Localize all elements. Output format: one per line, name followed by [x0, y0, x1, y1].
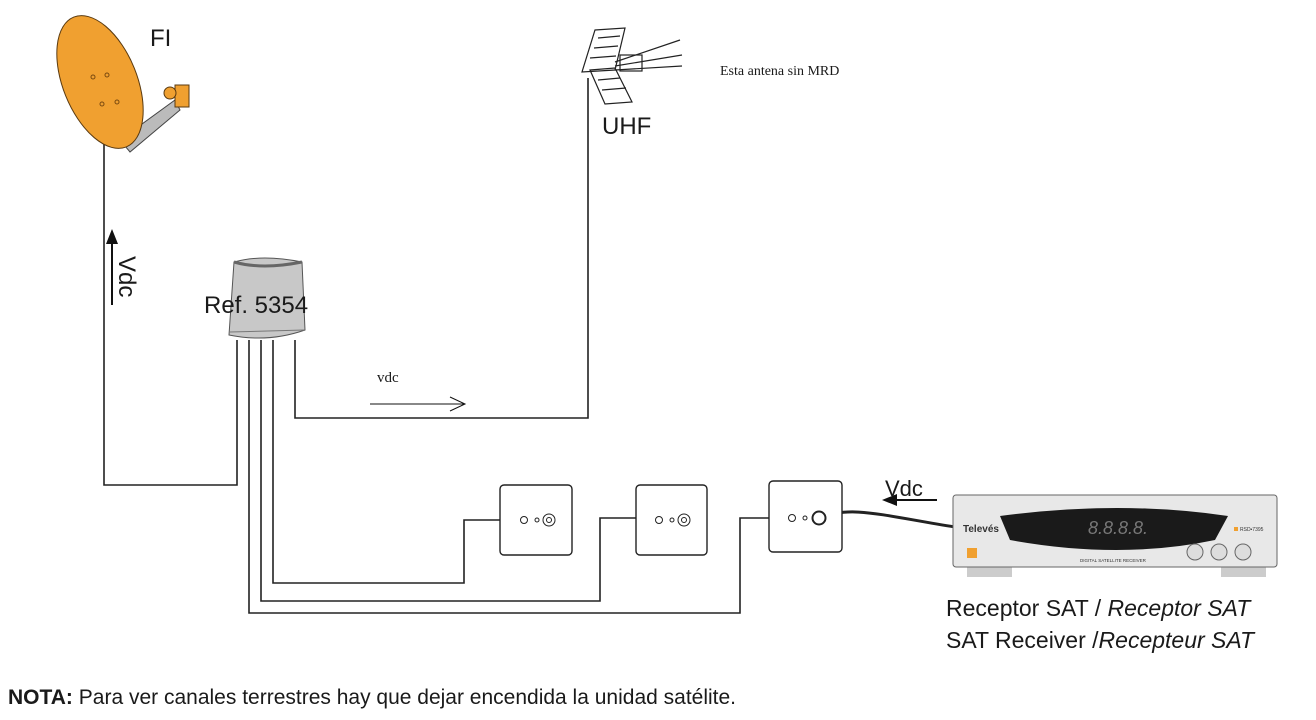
cable-outlet-3: [248, 340, 769, 614]
vdc-arrow-left: [106, 229, 118, 305]
cable-dish-to-amplifier: [103, 140, 238, 486]
receiver-label-pt: Receptor SAT: [1107, 595, 1251, 621]
wall-outlet-1[interactable]: [499, 484, 573, 556]
amplifier-ref: Ref. 5354: [204, 292, 309, 319]
vdc-arrow-receiver: [882, 494, 937, 506]
wall-outlet-2[interactable]: [635, 484, 708, 556]
cable-outlet-2: [260, 340, 636, 602]
note-text: Para ver canales terrestres hay que deja…: [72, 686, 737, 709]
receiver-brand: Televés: [963, 524, 999, 535]
receiver-label-es: Receptor SAT /: [946, 595, 1108, 621]
receiver-label-line2: SAT Receiver /Recepteur SAT: [946, 627, 1254, 654]
satellite-receiver-icon: Televés 8.8.8.8. RSD•7395 DIGITAL SATELL…: [952, 494, 1278, 577]
cable-amplifier-to-uhf: [294, 78, 589, 419]
label-fi: FI: [150, 25, 172, 52]
satellite-dish-icon: [56, 15, 190, 153]
receiver-label-line1: Receptor SAT / Receptor SAT: [946, 595, 1250, 622]
note: NOTA: Para ver canales terrestres hay qu…: [8, 686, 736, 710]
receiver-label-fr: Recepteur SAT: [1098, 627, 1255, 653]
vdc-receiver-label: Vdc: [885, 476, 923, 501]
receiver-display: 8.8.8.8.: [1088, 518, 1148, 538]
receiver-model: RSD•7395: [1240, 527, 1264, 533]
cable-outlet-1: [272, 340, 500, 584]
vdc-middle-label: vdc: [377, 370, 399, 386]
vdc-arrow-middle: [370, 396, 467, 412]
note-label: NOTA:: [8, 686, 73, 709]
antenna-note: Esta antena sin MRD: [720, 64, 840, 79]
label-uhf: UHF: [602, 113, 652, 140]
receiver-label-en: SAT Receiver /: [946, 627, 1099, 653]
amplifier-icon: [228, 257, 306, 339]
vdc-left-label: Vdc: [113, 256, 140, 298]
receiver-caption: DIGITAL SATELLITE RECEIVER: [1080, 558, 1147, 563]
wall-outlet-3[interactable]: [768, 480, 843, 553]
uhf-antenna-icon: [581, 27, 683, 105]
